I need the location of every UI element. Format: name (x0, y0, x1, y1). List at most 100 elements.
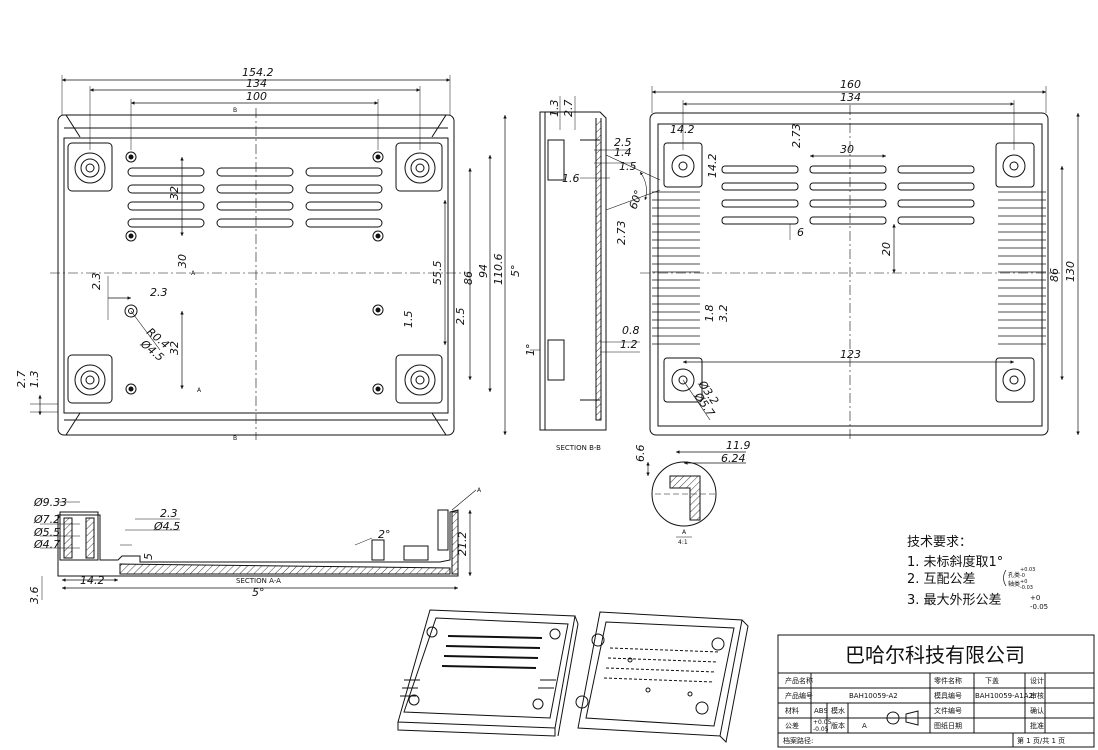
boss-top-left (67, 142, 113, 192)
value-sheet: 第 1 页/共 1 页 (1017, 736, 1065, 745)
isometric-view-right (575, 611, 749, 744)
dim-110-6: 110.6 (492, 254, 505, 286)
dim-134: 134 (246, 77, 267, 90)
bb-dim-2-5: 2.5 (614, 136, 632, 149)
da-dim-11-9: 11.9 (726, 439, 751, 452)
label-finish: 模水 (831, 706, 845, 715)
section-aa-dims: Ø9.33 Ø7.2 Ø5.5 Ø4.7 2.3 Ø4.5 5 2° 21.2 … (28, 487, 482, 604)
section-bb-dims: 1.3 2.7 2.5 1.4 1.5 1.6 60° 2.73 1° 0.8 … (524, 100, 645, 453)
title-block (777, 634, 1095, 748)
detail-a-dims: 11.9 6.24 6.6 A 4:1 (634, 439, 751, 546)
dim-86: 86 (462, 271, 475, 285)
value-mold-code: BAH10059-A1A2 (975, 692, 1033, 700)
bb-dim-2-73: 2.73 (615, 221, 628, 246)
label-check: 审核 (1030, 691, 1044, 700)
bv-dim-2-73: 2.73 (790, 124, 803, 149)
aa-dim-d4-5: Ø4.5 (153, 520, 180, 533)
label-confirm: 确认 (1030, 706, 1044, 715)
aa-dim-2-deg: 2° (378, 528, 391, 541)
section-aa-view (40, 489, 477, 600)
aa-dim-2-3: 2.3 (160, 507, 178, 520)
left-side-ribs (652, 191, 700, 345)
da-dim-6-24: 6.24 (721, 452, 746, 465)
bv-dim-86: 86 (1048, 268, 1061, 282)
label-part-name: 零件名称 (934, 676, 962, 685)
bottom-view-dims: 160 134 14.2 2.73 30 14.2 6 20 1.8 3.2 1… (670, 78, 1077, 419)
bv-dim-160: 160 (840, 78, 861, 91)
label-tolerance: 公差 (785, 721, 799, 730)
dim-2-7: 2.7 (15, 371, 28, 389)
aa-dim-14-2: 14.2 (80, 574, 105, 587)
dim-5-deg: 5° (509, 265, 522, 278)
bv-dim-134: 134 (840, 91, 861, 104)
outer-tol-lower: -0.05 (1030, 603, 1048, 611)
label-product-code: 产品编号 (785, 691, 813, 700)
dim-1-3: 1.3 (28, 371, 41, 389)
boss-top-right (395, 142, 443, 192)
bb-dim-0-8: 0.8 (622, 324, 640, 337)
detail-a-view (646, 450, 746, 527)
bb-dim-1-5: 1.5 (619, 160, 637, 173)
value-product-code: BAH10059-A2 (849, 692, 898, 700)
value-version: A (862, 722, 867, 730)
label-product-name: 产品名称 (785, 676, 813, 685)
value-tolerance-lower: -0.05 (813, 726, 829, 733)
right-side-ribs (998, 191, 1046, 345)
bv-dim-123: 123 (840, 348, 861, 361)
label-mold-code: 模具编号 (934, 691, 962, 700)
bv-dim-3-2: 3.2 (717, 305, 730, 323)
dim-55-5: 55.5 (431, 261, 444, 286)
notes-item-3: 3. 最大外形公差 (907, 593, 1002, 608)
bv-dim-20: 20 (880, 242, 893, 256)
dim-154-2: 154.2 (242, 66, 274, 79)
da-dim-6-6: 6.6 (634, 445, 647, 463)
label-doc-code: 文件编号 (934, 706, 962, 715)
tech-notes: 技术要求： 1. 未标斜度取1° 2. 互配公差 3. 最大外形公差 孔类 轴类… (907, 535, 1048, 611)
aa-dim-d9-33: Ø9.33 (33, 496, 67, 509)
bb-dim-1-6: 1.6 (562, 172, 580, 185)
title-block-text: 巴哈尔科技有限公司 产品名称 零件名称 设计 下盖 产品编号 BAH10059-… (783, 643, 1065, 745)
value-tolerance-upper: +0.05 (813, 719, 832, 726)
label-drawing-date: 图纸日期 (934, 721, 962, 730)
tol-hole-upper: +0.03 (1020, 567, 1035, 573)
bv-dim-130: 130 (1064, 261, 1077, 282)
bb-dim-1-deg: 1° (524, 344, 537, 357)
aa-dim-d7-2: Ø7.2 (33, 513, 60, 526)
bb-dim-1-2: 1.2 (620, 338, 638, 351)
bb-dim-1-3: 1.3 (548, 100, 561, 118)
bottom-boss-tr (995, 142, 1035, 188)
isometric-view-left (397, 609, 579, 737)
bottom-vent-slots (721, 165, 975, 225)
boss-bottom-right (395, 354, 443, 404)
bb-dim-60-deg: 60° (627, 188, 646, 211)
bv-dim-14-2-v: 14.2 (706, 154, 719, 179)
detail-a-scale: 4:1 (678, 539, 688, 546)
label-design: 设计 (1030, 676, 1044, 685)
notes-heading: 技术要求： (907, 535, 972, 550)
bv-dim-30: 30 (840, 143, 854, 156)
dim-32-lower: 32 (168, 341, 181, 355)
company-name: 巴哈尔科技有限公司 (845, 643, 1025, 667)
label-path: 档案路径: (783, 736, 813, 745)
dim-100: 100 (246, 90, 267, 103)
value-part-name: 下盖 (985, 676, 999, 685)
boss-bottom-left (67, 354, 113, 404)
bv-dim-6: 6 (797, 226, 804, 239)
label-material: 材料 (785, 706, 799, 715)
dim-2-3-v: 2.3 (90, 273, 103, 291)
dim-32-upper: 32 (168, 186, 181, 200)
bv-dim-1-8: 1.8 (703, 305, 716, 323)
dim-1-5: 1.5 (402, 311, 415, 329)
bottom-boss-bl (663, 357, 703, 403)
section-aa-title: SECTION A-A (236, 577, 281, 585)
bb-dim-1-4: 1.4 (614, 146, 632, 159)
aa-dim-d5-5: Ø5.5 (33, 526, 60, 539)
aa-dim-21-2: 21.2 (456, 532, 469, 557)
section-bb-title: SECTION B-B (556, 444, 601, 452)
cut-label-a-top: A (191, 270, 196, 277)
notes-item-2: 2. 互配公差 (907, 572, 976, 587)
tol-shaft-upper: +0 (1020, 579, 1027, 585)
top-view-dims: 154.2 134 100 30 32 2.3 2.3 R0.4 Ø4.5 32… (15, 66, 522, 442)
dim-2-5: 2.5 (454, 308, 467, 326)
bb-dim-2-7: 2.7 (562, 100, 575, 118)
